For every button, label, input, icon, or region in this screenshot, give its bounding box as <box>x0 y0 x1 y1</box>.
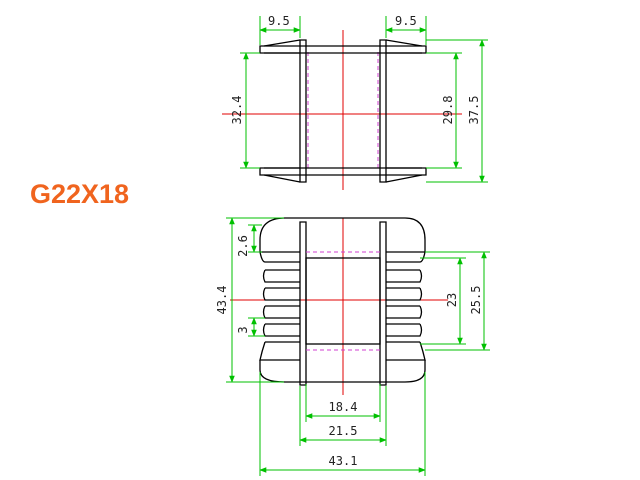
dim-front-core-width-label: 18.4 <box>329 400 358 414</box>
front-post-right <box>379 221 387 386</box>
dim-flange-right-label: 9.5 <box>395 14 417 28</box>
dim-front-height-total-label: 43.4 <box>215 286 229 315</box>
top-view: 9.5 9.5 32.4 29.8 37.5 <box>222 14 488 190</box>
front-view: 2.6 43.4 3 23 25.5 18.4 21.5 43.1 <box>215 217 490 476</box>
top-tube-wall-left <box>299 39 307 183</box>
dim-front-window-outer-label: 25.5 <box>469 286 483 315</box>
top-tube-wall-right <box>379 39 387 183</box>
dim-top-pin-span-label: 29.8 <box>441 96 455 125</box>
front-core-window <box>305 257 381 345</box>
dim-front-slot-top-label: 2.6 <box>236 235 250 257</box>
dim-front-window-height-label: 23 <box>445 293 459 307</box>
front-left-fins <box>259 251 300 361</box>
dim-top-height-inner-label: 32.4 <box>230 96 244 125</box>
dim-flange-left-label: 9.5 <box>268 14 290 28</box>
top-wedge-upper-left <box>263 39 301 54</box>
dim-top-height-total-label: 37.5 <box>467 96 481 125</box>
part-title: G22X18 <box>30 179 129 209</box>
dim-front-width-total-label: 43.1 <box>329 454 358 468</box>
dim-front-inner-width-label: 21.5 <box>329 424 358 438</box>
dim-front-slot-pitch-label: 3 <box>236 326 250 333</box>
top-wedge-lower-right <box>385 167 423 183</box>
top-flange-lower <box>259 167 427 176</box>
top-wedge-upper-right <box>385 39 423 54</box>
front-right-fins <box>386 251 426 361</box>
front-post-left <box>299 221 307 386</box>
top-wedge-lower-left <box>263 167 301 183</box>
